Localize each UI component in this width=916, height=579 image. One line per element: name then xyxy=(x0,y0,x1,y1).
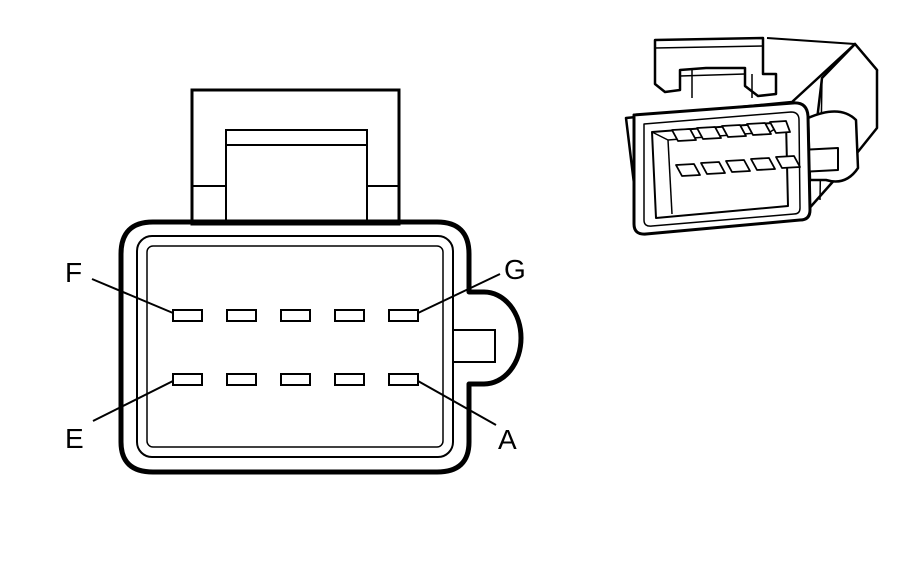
pin-bottom-2 xyxy=(226,373,257,386)
connector-body-outline xyxy=(118,219,524,475)
pin-e xyxy=(172,373,203,386)
pin-label-e: E xyxy=(65,423,84,454)
pin-top-2 xyxy=(226,309,257,322)
pin-label-a: A xyxy=(498,424,517,455)
leader-line-f xyxy=(91,278,174,314)
connector-isometric-view xyxy=(624,36,879,236)
locking-tab xyxy=(190,88,401,226)
pin-bottom-3 xyxy=(280,373,311,386)
pin-top-4 xyxy=(334,309,365,322)
connector-cavity-outer xyxy=(136,235,454,458)
connector-cavity-inner xyxy=(146,245,444,448)
key-slot xyxy=(453,329,496,363)
connector-front-view: F G E A xyxy=(65,88,526,475)
pin-top-3 xyxy=(280,309,311,322)
iso-pin-row-bottom xyxy=(675,155,801,177)
iso-pin-row-top xyxy=(671,120,791,142)
pin-a xyxy=(388,373,419,386)
pin-row-bottom xyxy=(172,373,419,386)
pin-g xyxy=(388,309,419,322)
pin-bottom-4 xyxy=(334,373,365,386)
pin-label-f: F xyxy=(65,257,82,288)
pin-row-top xyxy=(172,309,419,322)
leader-line-a xyxy=(417,380,497,426)
pin-f xyxy=(172,309,203,322)
leader-line-g xyxy=(417,273,501,314)
pin-label-g: G xyxy=(504,254,526,285)
leader-line-e xyxy=(92,380,174,422)
